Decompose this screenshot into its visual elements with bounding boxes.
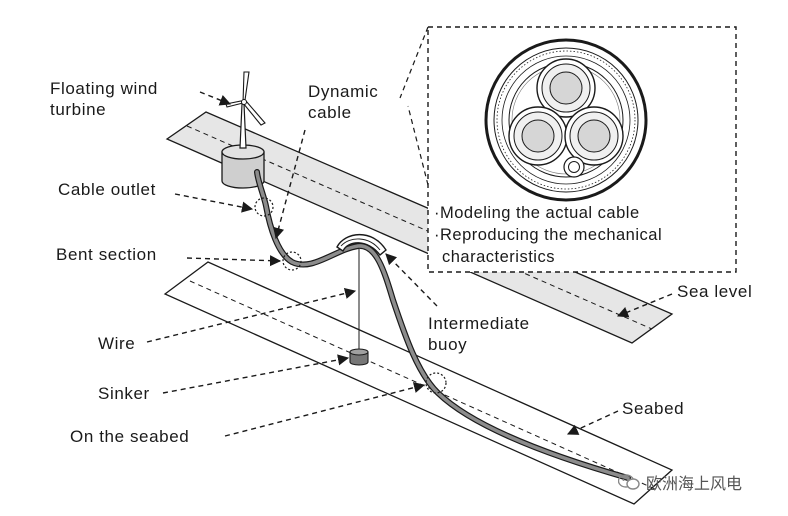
cable-cross-section — [484, 38, 648, 202]
label-sinker: Sinker — [98, 384, 150, 403]
inset-connector-top — [399, 26, 429, 99]
watermark-text: 欧洲海上风电 — [646, 474, 743, 493]
cable-core-left — [508, 106, 568, 166]
arrow-dynamic-cable — [273, 129, 306, 240]
label-floating-wind-turbine: Floating wind turbine — [50, 78, 158, 120]
leader-arrows — [146, 91, 673, 437]
wechat-icon — [618, 474, 640, 490]
cable-core-top — [536, 58, 596, 118]
label-sea-level: Sea level — [677, 282, 753, 301]
label-floating-wind-turbine-line1: Floating wind — [50, 79, 158, 98]
label-floating-wind-turbine-line2: turbine — [50, 100, 107, 119]
inset-bullet-reproducing: ·Reproducing the mechanical — [434, 226, 663, 244]
label-on-the-seabed: On the seabed — [70, 427, 190, 446]
arrow-sinker — [162, 354, 350, 394]
arrow-bent-section — [186, 255, 282, 267]
label-dynamic-cable-line2: cable — [308, 103, 352, 122]
seabed-touchdown-marker — [425, 372, 447, 394]
optical-fiber-unit — [563, 156, 585, 178]
arrow-sea-level — [616, 293, 673, 318]
intermediate-buoy — [336, 234, 387, 257]
label-dynamic-cable: Dynamic cable — [308, 81, 378, 123]
cable-outlet-marker — [254, 197, 274, 217]
cable-core-right — [564, 106, 624, 166]
arrow-cable-outlet — [174, 193, 254, 213]
label-dynamic-cable-line1: Dynamic — [308, 82, 379, 101]
bent-section-marker — [282, 251, 302, 271]
floating-wind-turbine — [221, 71, 266, 189]
label-cable-outlet: Cable outlet — [58, 180, 156, 199]
arrow-floating-wind-turbine — [199, 91, 232, 106]
label-wire: Wire — [98, 334, 136, 353]
inset-bullet-characteristics: characteristics — [442, 248, 555, 266]
label-intermediate-buoy-line2: buoy — [428, 335, 468, 354]
watermark: 欧洲海上风电 — [618, 470, 742, 494]
label-intermediate-buoy-line1: Intermediate — [428, 314, 530, 333]
arrow-seabed — [566, 410, 619, 435]
inset-bullet-modeling: ·Modeling the actual cable — [434, 204, 640, 222]
label-bent-section: Bent section — [56, 245, 157, 264]
sinker — [349, 348, 369, 366]
inset-connector-bottom — [407, 105, 429, 186]
arrow-intermediate-buoy — [385, 253, 438, 307]
label-seabed: Seabed — [622, 399, 685, 418]
arrow-on-the-seabed — [224, 382, 426, 437]
label-intermediate-buoy: Intermediate buoy — [428, 313, 530, 355]
